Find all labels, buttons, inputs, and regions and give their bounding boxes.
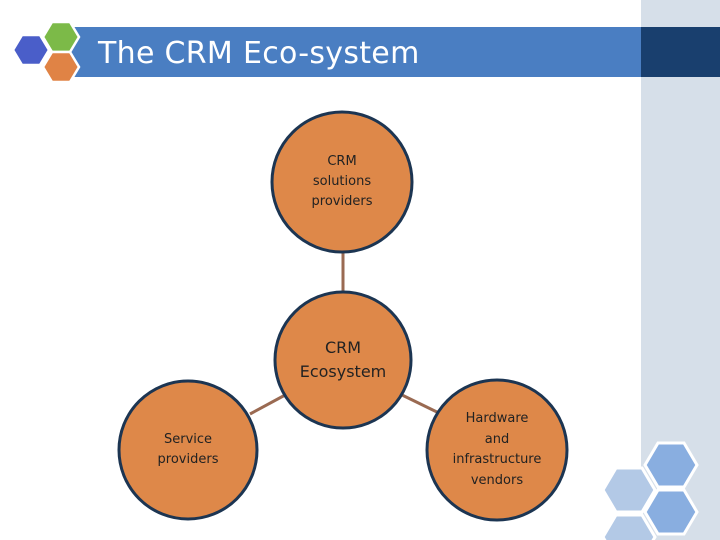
node-center-label: CRM Ecosystem xyxy=(283,330,403,390)
decor-hexagon-icon xyxy=(601,513,657,540)
orange-hexagon-icon xyxy=(41,50,81,84)
node-center-circle xyxy=(273,290,413,430)
node-center-label-line: Ecosystem xyxy=(299,362,387,381)
connector-right xyxy=(399,392,442,416)
connector-left xyxy=(249,392,288,416)
decor-hexagon-icon xyxy=(643,488,699,536)
node-left-circle xyxy=(117,379,259,521)
node-right-label-line: and xyxy=(484,431,510,447)
node-top-label-line: CRM xyxy=(327,154,357,169)
title-bar-accent xyxy=(641,27,720,77)
node-top-circle xyxy=(270,110,414,254)
node-right-label-line: infrastructure xyxy=(452,452,542,467)
node-left-label-line: providers xyxy=(157,452,219,467)
title-bar xyxy=(70,27,641,77)
node-top-label: CRM solutions providers xyxy=(282,142,402,222)
node-left-label: Service providers xyxy=(128,428,248,472)
node-right-circle xyxy=(425,378,569,522)
decor-hexagon-icon xyxy=(643,441,699,489)
node-left-label-line: Service xyxy=(163,432,213,447)
node-right-label-line: Hardware xyxy=(465,411,529,426)
node-center-label-line: CRM xyxy=(324,338,362,357)
node-right-label: Hardware and infrastructure vendors xyxy=(432,408,562,492)
node-right-label-line: vendors xyxy=(470,472,524,488)
decor-hexagon-icon xyxy=(601,466,657,514)
hexagon-cluster-logo-icon xyxy=(11,20,81,84)
slide-title: The CRM Eco-system xyxy=(98,36,420,71)
node-top-label-line: providers xyxy=(311,194,373,209)
blue-hexagon-icon xyxy=(11,33,51,67)
node-top-label-line: solutions xyxy=(312,174,372,189)
